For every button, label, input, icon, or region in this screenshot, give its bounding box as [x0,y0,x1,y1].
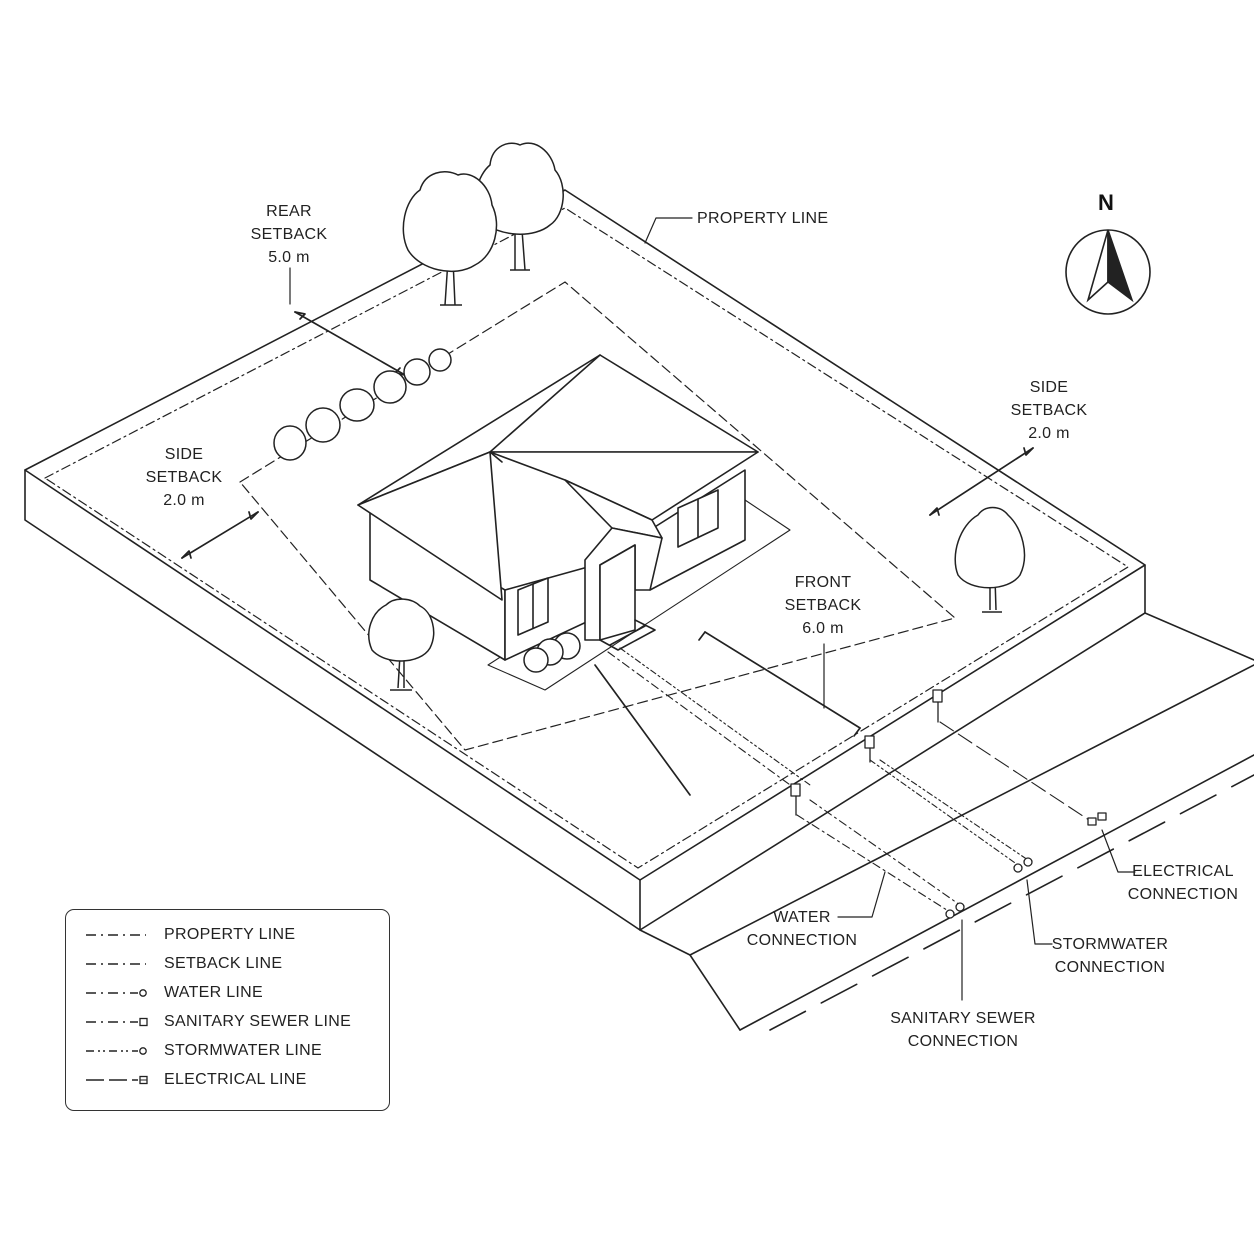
legend-swatch [86,963,146,965]
utility-lines [607,647,1093,913]
leader-lines [289,217,1136,1001]
legend-swatch [86,1047,147,1055]
tree [954,506,1026,613]
service-meters [790,689,1107,919]
north-letter: N [1098,190,1114,215]
legend-item-electrical-line: ELECTRICAL LINE [66,1069,389,1093]
front-shrubs [523,632,581,673]
legend-swatch [86,1017,148,1027]
legend-item-water-line: WATER LINE [66,982,389,1006]
legend-item-stormwater-line: STORMWATER LINE [66,1040,389,1064]
lot-slab [24,189,1146,931]
street [639,612,1254,1031]
dimension-lines [181,311,1034,796]
tree [368,598,435,691]
legend-swatch [86,989,147,997]
property-line [44,207,1129,869]
setback-line [239,281,956,751]
legend-item-property-line: PROPERTY LINE [66,924,389,948]
legend-swatch [86,934,146,936]
tree [402,171,498,306]
property-line-label: PROPERTY LINE [697,210,829,227]
legend: PROPERTY LINE SETBACK LINE WATER LINE SA… [65,909,390,1111]
house [357,354,759,661]
trees [273,142,1026,691]
tree [474,142,564,271]
shrub-row [273,348,452,461]
north-arrow [1065,229,1151,315]
legend-item-setback-line: SETBACK LINE [66,953,389,977]
legend-swatch [86,1075,148,1085]
legend-item-sanitary-sewer-line: SANITARY SEWER LINE [66,1011,389,1035]
